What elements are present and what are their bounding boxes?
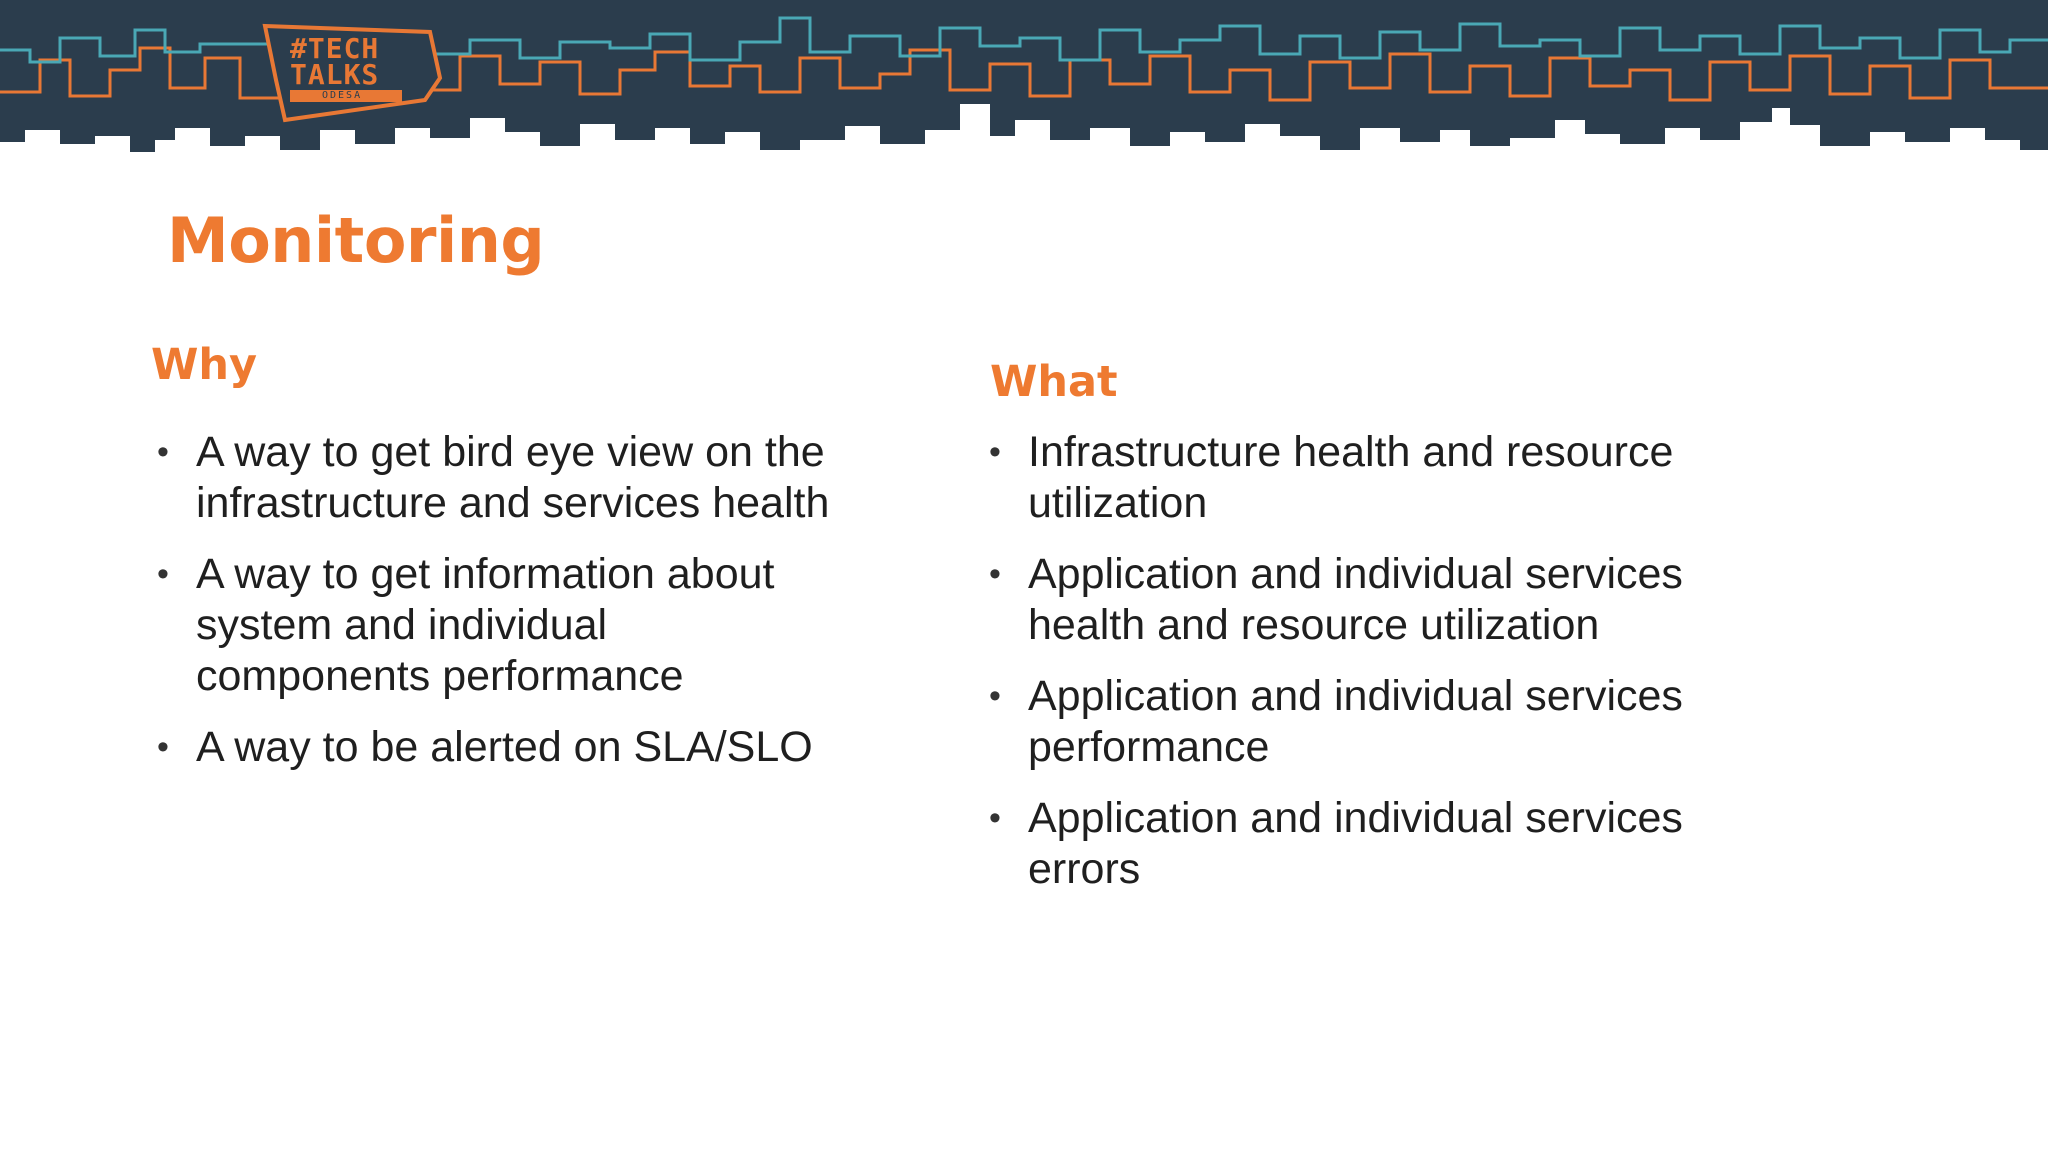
bullet-icon: • <box>157 555 169 593</box>
list-item: • A way to be alerted on SLA/SLO <box>157 722 846 773</box>
list-item: • Infrastructure health and resource util… <box>989 427 1728 529</box>
bullet-text: Application and individual services heal… <box>1028 550 1683 649</box>
bullet-icon: • <box>989 433 1001 471</box>
bullet-text: Application and individual services perf… <box>1028 672 1683 771</box>
bullet-icon: • <box>989 555 1001 593</box>
bullet-text: Application and individual services erro… <box>1028 794 1683 893</box>
header-banner <box>0 0 2048 152</box>
list-item: • Application and individual services per… <box>989 671 1728 773</box>
what-heading: What <box>990 357 1118 407</box>
list-item: • Application and individual services err… <box>989 793 1728 895</box>
what-bullet-list: • Infrastructure health and resource util… <box>989 427 1728 915</box>
skyline-silhouette <box>0 0 2048 152</box>
why-heading: Why <box>151 340 258 390</box>
bullet-icon: • <box>157 728 169 766</box>
bullet-icon: • <box>157 433 169 471</box>
why-bullet-list: • A way to get bird eye view on the infra… <box>157 427 846 793</box>
bullet-text: A way to be alerted on SLA/SLO <box>196 723 813 771</box>
list-item: • A way to get bird eye view on the infra… <box>157 427 846 529</box>
bullet-text: A way to get information about system an… <box>196 550 775 700</box>
list-item: • A way to get information about system a… <box>157 549 846 702</box>
bullet-text: A way to get bird eye view on the infras… <box>196 428 830 527</box>
bullet-icon: • <box>989 799 1001 837</box>
bullet-icon: • <box>989 677 1001 715</box>
techtalks-logo <box>262 23 443 123</box>
teal-circuit-line <box>0 16 2048 64</box>
list-item: • Application and individual services hea… <box>989 549 1728 651</box>
slide-title: Monitoring <box>167 204 545 277</box>
bullet-text: Infrastructure health and resource utili… <box>1028 428 1674 527</box>
